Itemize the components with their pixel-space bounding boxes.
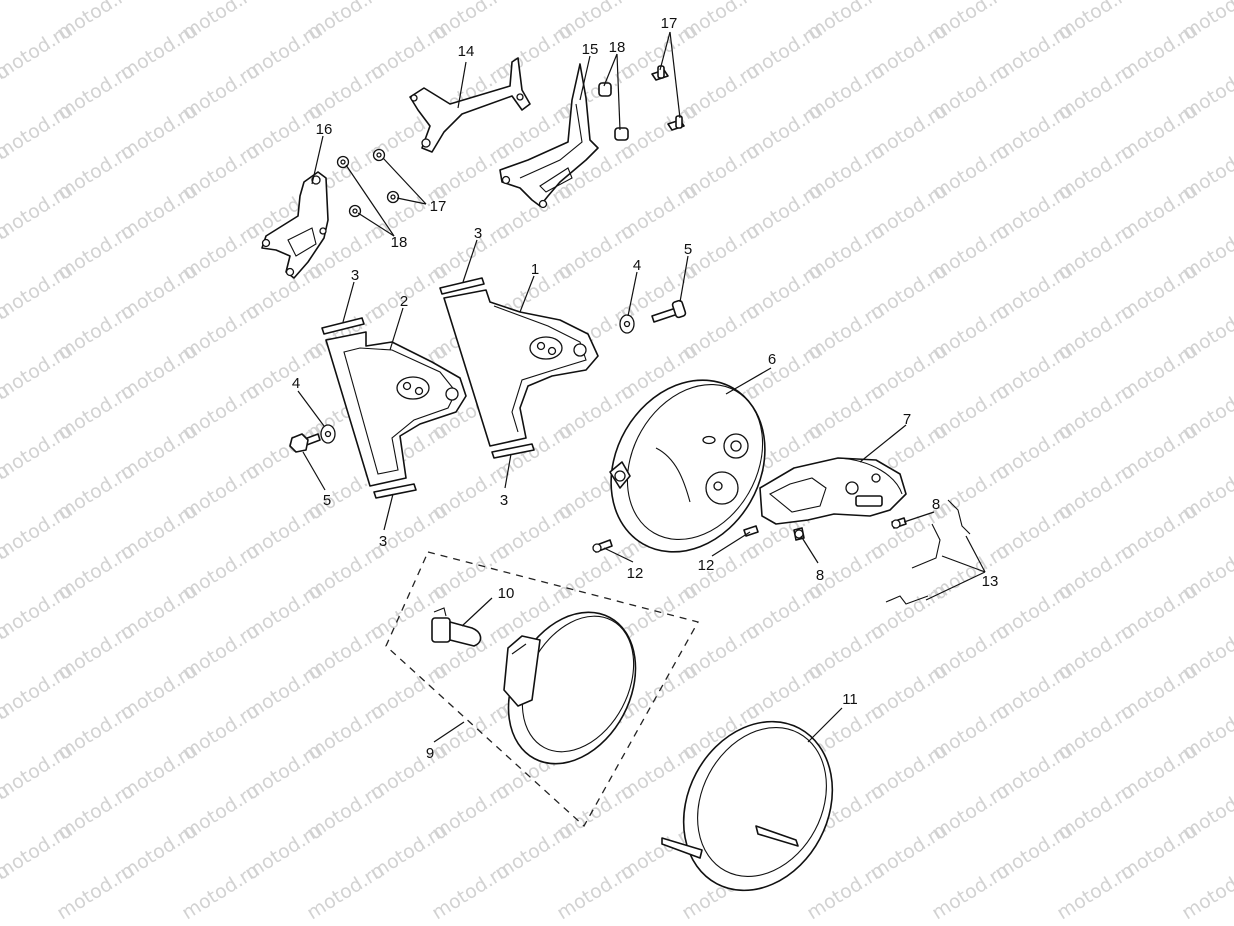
light-unit-assembly-outline: [385, 551, 699, 828]
callout-7: 7: [903, 411, 911, 428]
callout-8-lower: 8: [816, 567, 824, 584]
callout-18-top: 18: [609, 39, 626, 56]
bolt-spacer-group-right: [598, 65, 685, 141]
callout-12-right: 12: [698, 557, 715, 574]
watermark-text: motod.ru: [303, 859, 389, 924]
callout-13: 13: [982, 573, 999, 590]
watermark-text: motod.ru: [0, 259, 77, 324]
washer-bolt-parts: [289, 299, 687, 453]
reflector-lens-part: [503, 611, 637, 765]
callout-6: 6: [768, 351, 776, 368]
callout-3-lower-right: 3: [500, 492, 508, 509]
watermark-text: motod.ru: [803, 859, 889, 924]
bulb-part: [431, 607, 482, 647]
watermark-text: motod.ru: [53, 859, 139, 924]
callout-labels: 14 15 18 17 16 17 18 3 1 4 5 3 2 4 6 7 5…: [292, 15, 999, 762]
watermark-text: motod.ru: [0, 659, 77, 724]
callout-17-left: 17: [430, 198, 447, 215]
wiring-connector-part: [759, 457, 907, 525]
watermark-text: motod.ru: [0, 819, 77, 884]
washer-nut-group-left: [336, 148, 400, 218]
watermark-text: motod.ru: [0, 419, 77, 484]
watermark-text: motod.ru: [0, 19, 77, 84]
callout-12-left: 12: [627, 565, 644, 582]
watermark-text: motod.ru: [0, 0, 14, 44]
left-mounting-bracket-part: [261, 171, 329, 279]
watermark-text: motod.ru: [553, 859, 639, 924]
bezel-rim-part: [661, 720, 834, 892]
callout-3-upper-left: 3: [351, 267, 359, 284]
wire-clip-parts: [885, 499, 971, 605]
watermark-text: motod.ru: [0, 499, 77, 564]
callout-3-lower-left: 3: [379, 533, 387, 550]
callout-4-right: 4: [633, 257, 641, 274]
watermark-text: motod.ru: [0, 0, 77, 4]
watermark-text: motod.ru: [0, 99, 77, 164]
watermark-text: motod.ru: [0, 739, 77, 804]
callout-4-left: 4: [292, 375, 300, 392]
watermark-text: motod.ru: [1178, 859, 1234, 924]
leader-lines: [297, 31, 986, 743]
watermark-text: motod.ru: [928, 859, 1014, 924]
rubber-strip-parts: [321, 277, 535, 499]
callout-5-right: 5: [684, 241, 692, 258]
callout-10: 10: [498, 585, 515, 602]
left-fork-clamp-part: [325, 331, 467, 487]
watermark-text: motod.ru: [178, 859, 264, 924]
watermark-text: motod.ru: [0, 179, 77, 244]
upper-bracket-part: [409, 57, 531, 153]
callout-2: 2: [400, 293, 408, 310]
callout-8-right: 8: [932, 496, 940, 513]
callout-18-left: 18: [391, 234, 408, 251]
right-fork-clamp-part: [443, 289, 599, 447]
callout-11: 11: [842, 691, 858, 708]
headlight-shell-part: [609, 379, 766, 553]
watermark-text: motod.ru: [0, 579, 77, 644]
callout-1: 1: [531, 261, 539, 278]
watermark-text: motod.ru: [428, 859, 514, 924]
callout-3-upper-right: 3: [474, 225, 482, 242]
callout-17-top: 17: [661, 15, 678, 32]
callout-5-left: 5: [323, 492, 331, 509]
callout-9: 9: [426, 745, 434, 762]
callout-14: 14: [458, 43, 475, 60]
watermark-text: motod.ru: [1053, 859, 1139, 924]
callout-15: 15: [582, 41, 599, 58]
callout-16: 16: [316, 121, 333, 138]
watermark-text: motod.ru: [0, 339, 77, 404]
right-mounting-bracket-part: [499, 63, 599, 209]
